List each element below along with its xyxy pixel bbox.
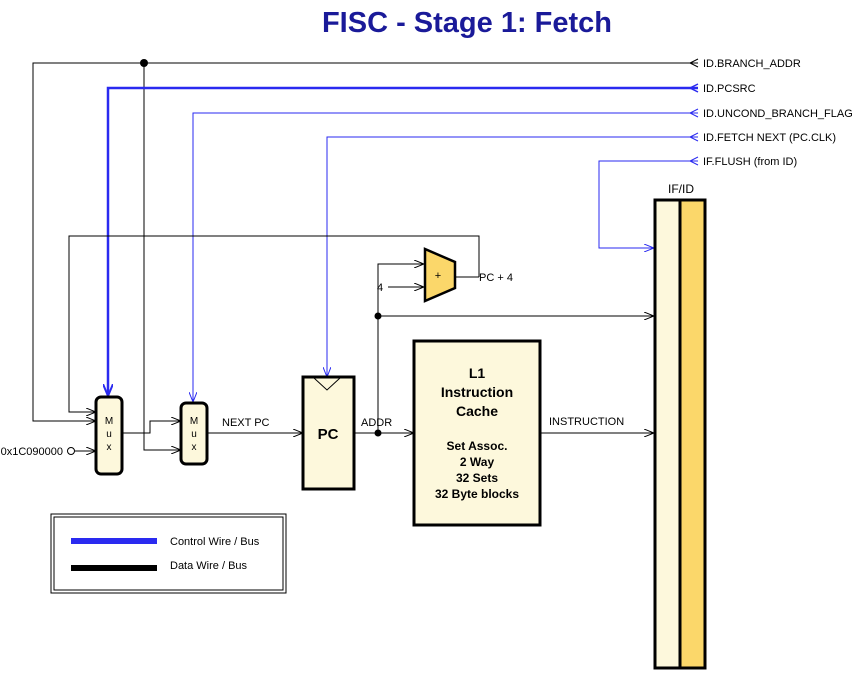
mux-1-label-x: x <box>107 442 112 453</box>
input-arrow-icon <box>688 108 699 118</box>
cache-detail-line-2: 2 Way <box>460 455 495 469</box>
next-pc-label: NEXT PC <box>222 417 270 429</box>
input-arrow-icon <box>688 58 699 68</box>
mux1-to-mux2-wire <box>122 421 180 434</box>
branch-addr-wire <box>32 58 699 450</box>
constant-input-terminal <box>67 447 75 455</box>
legend-control-label: Control Wire / Bus <box>170 536 260 548</box>
signal-pcsrc: ID.PCSRC <box>703 83 756 95</box>
mux-2-label-x: x <box>192 442 197 453</box>
mux-2: M u x <box>179 401 209 466</box>
if-id-label: IF/ID <box>668 182 694 196</box>
mux-2-label-u: u <box>191 429 197 440</box>
cache-detail-line-3: 32 Sets <box>456 471 498 485</box>
diagram-title: FISC - Stage 1: Fetch <box>322 7 612 39</box>
signal-fetch-next: ID.FETCH NEXT (PC.CLK) <box>703 132 836 144</box>
adder: + <box>423 247 457 303</box>
mux-2-label-m: M <box>190 416 198 427</box>
legend-data-label: Data Wire / Bus <box>170 560 248 572</box>
legend: Control Wire / Bus Data Wire / Bus <box>50 513 287 594</box>
cache-detail-line-1: Set Assoc. <box>447 439 508 453</box>
const-4-label: 4 <box>377 282 383 294</box>
junction-dot <box>374 429 382 437</box>
signal-flush: IF.FLUSH (from ID) <box>703 156 797 168</box>
input-arrow-icon <box>688 83 699 93</box>
input-arrow-icon <box>688 156 699 166</box>
mux-1-label-m: M <box>105 416 113 427</box>
cache-title-line-1: L1 <box>469 365 486 381</box>
addr-to-adder-wire <box>377 264 423 433</box>
if-id-register: IF/ID <box>653 182 707 670</box>
junction-dot <box>140 59 148 67</box>
pc-plus-4-label: PC + 4 <box>479 272 513 284</box>
l1-instruction-cache: L1 Instruction Cache Set Assoc. 2 Way 32… <box>412 339 542 527</box>
cache-title-line-2: Instruction <box>441 384 513 400</box>
fetch-next-wire <box>327 132 699 376</box>
uncond-branch-wire <box>193 108 699 401</box>
instruction-label: INSTRUCTION <box>549 416 624 428</box>
constant-input-label: 0x1C090000 <box>1 446 63 458</box>
cache-detail-line-4: 32 Byte blocks <box>435 487 519 501</box>
junction-dot <box>374 312 382 320</box>
pcsrc-wire <box>108 83 699 395</box>
signal-uncond-branch: ID.UNCOND_BRANCH_FLAG <box>703 108 853 120</box>
signal-branch-addr: ID.BRANCH_ADDR <box>703 58 801 70</box>
clock-edge-icon <box>313 377 341 391</box>
pc-plus-4-feedback-wire <box>68 235 480 412</box>
input-arrow-icon <box>688 132 699 142</box>
cache-title-line-3: Cache <box>456 403 498 419</box>
mux-1-label-u: u <box>106 429 112 440</box>
adder-symbol: + <box>435 270 441 282</box>
addr-label: ADDR <box>361 417 392 429</box>
pc-register: PC <box>301 375 356 491</box>
pc-label: PC <box>318 426 339 443</box>
flush-wire <box>598 156 699 248</box>
mux-1: M u x <box>94 395 124 476</box>
